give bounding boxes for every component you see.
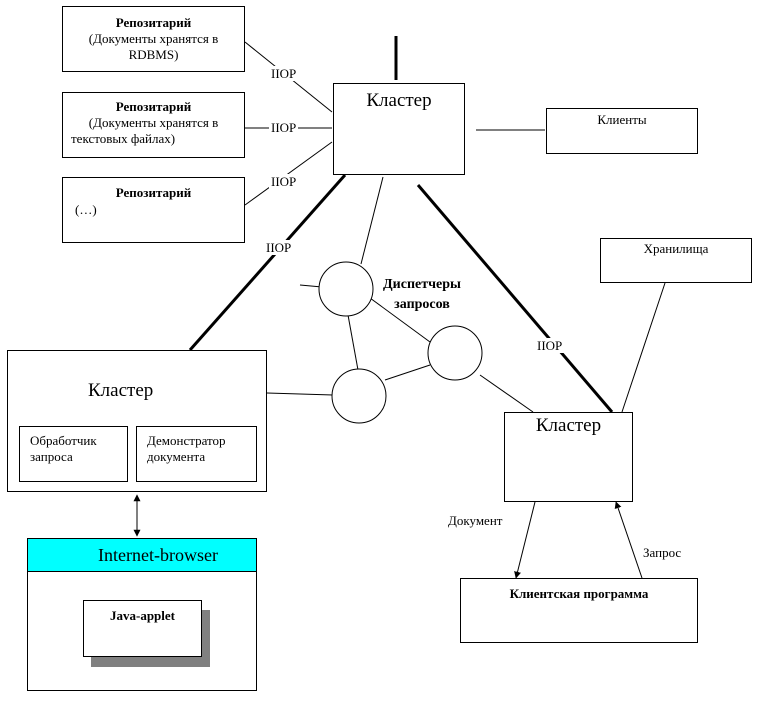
clients-box: Клиенты bbox=[546, 108, 698, 154]
iiop-label: IIOP bbox=[535, 338, 565, 353]
cluster-right: Кластер bbox=[504, 412, 633, 502]
iiop-label: IIOP bbox=[269, 174, 299, 189]
repo3-link bbox=[244, 141, 333, 206]
browser-title-bar: Internet-browser bbox=[28, 539, 256, 572]
dispatcher-circle-1 bbox=[318, 261, 374, 317]
browser-window: Internet-browser Java-applet bbox=[27, 538, 257, 691]
cluster-label: Кластер bbox=[88, 380, 154, 401]
dispatcher-leftcluster-link bbox=[266, 392, 334, 396]
iiop-label: IIOP bbox=[269, 120, 299, 135]
dispatcher-circle-3 bbox=[331, 368, 387, 424]
dispatcher-link-2-3 bbox=[384, 364, 431, 381]
document-viewer-label: Демонстратор bbox=[147, 433, 226, 448]
repository-desc-line: текстовых файлах) bbox=[71, 131, 176, 146]
repository-desc-line: (Документы хранятся в bbox=[88, 115, 219, 130]
java-applet-box: Java-applet bbox=[83, 600, 202, 657]
request-handler-box: Обработчик запроса bbox=[19, 426, 128, 482]
document-viewer-label: документа bbox=[147, 449, 206, 464]
dispatchers-label: Диспетчеры bbox=[383, 277, 461, 292]
repository-rdbms: Репозитарий (Документы хранятся в RDBMS) bbox=[62, 6, 245, 72]
cluster-label: Кластер bbox=[535, 415, 602, 436]
browser-title: Internet-browser bbox=[98, 545, 218, 565]
client-program-label: Клиентская программа bbox=[509, 586, 649, 601]
clients-label: Клиенты bbox=[597, 112, 647, 127]
client-program-box: Клиентская программа bbox=[460, 578, 698, 643]
storage-link bbox=[621, 282, 666, 413]
iiop-label: IIOP bbox=[269, 66, 299, 81]
java-applet-label: Java-applet bbox=[110, 608, 175, 623]
request-handler-label: запроса bbox=[30, 449, 73, 464]
storage-label: Хранилища bbox=[643, 241, 709, 256]
request-handler-label: Обработчик bbox=[30, 433, 97, 448]
dispatcher-link-1-2 bbox=[369, 297, 431, 343]
dispatcher-left-link bbox=[299, 284, 323, 288]
request-arrow bbox=[614, 501, 643, 579]
top-right-cluster-link bbox=[416, 184, 614, 413]
dispatcher-circle-2 bbox=[427, 325, 483, 381]
document-viewer-box: Демонстратор документа bbox=[136, 426, 257, 482]
repository-title: Репозитарий bbox=[115, 185, 192, 200]
dispatchers-label: запросов bbox=[394, 297, 450, 312]
repository-desc-line: (Документы хранятся в bbox=[88, 31, 219, 46]
top-dispatcher-link bbox=[360, 176, 384, 265]
repository-title: Репозитарий bbox=[115, 15, 192, 30]
top-left-cluster-link bbox=[188, 174, 347, 351]
repository-desc-line: RDBMS) bbox=[128, 47, 179, 62]
cluster-left: Кластер Обработчик запроса Демонстратор … bbox=[7, 350, 267, 492]
storage-box: Хранилища bbox=[600, 238, 752, 283]
request-arrow-label: Запрос bbox=[643, 545, 682, 560]
repository-other: Репозитарий (…) bbox=[62, 177, 245, 243]
cluster-top: Кластер bbox=[333, 83, 465, 175]
repository-textfiles: Репозитарий (Документы хранятся в тексто… bbox=[62, 92, 245, 158]
dispatcher-rightcluster-link bbox=[479, 374, 534, 413]
document-arrow-label: Документ bbox=[448, 513, 503, 528]
repository-desc-line: (…) bbox=[75, 202, 97, 217]
document-arrow bbox=[514, 501, 536, 579]
iiop-label: IIOP bbox=[264, 240, 294, 255]
repository-title: Репозитарий bbox=[115, 99, 192, 114]
dispatcher-link-1-3 bbox=[347, 314, 359, 371]
cluster-label: Кластер bbox=[366, 90, 432, 111]
